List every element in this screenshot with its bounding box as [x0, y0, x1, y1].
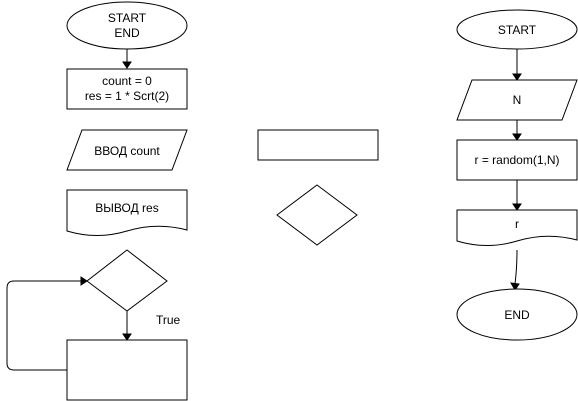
true-branch-label: True — [156, 313, 181, 327]
empty-process-box[interactable] — [257, 129, 379, 161]
output-r-label: r — [515, 217, 519, 231]
init-process-box[interactable]: count = 0 res = 1 * Scrt(2) — [66, 68, 188, 110]
output-r-document[interactable]: r — [456, 209, 578, 246]
edge-random-to-output — [512, 180, 522, 211]
edge-loop-back — [6, 276, 88, 371]
input-count-label: ВВОД count — [94, 144, 160, 158]
right-start-terminal[interactable]: START — [456, 9, 578, 50]
init-res-label: res = 1 * Scrt(2) — [85, 89, 169, 103]
output-res-document[interactable]: ВЫВОД res — [66, 189, 188, 236]
edge-input-to-random — [512, 120, 522, 141]
right-end-terminal[interactable]: END — [456, 288, 578, 341]
empty-decision-diamond[interactable] — [276, 184, 358, 246]
left-start-end-terminal[interactable]: START END — [66, 1, 188, 50]
input-count-parallelogram[interactable]: ВВОД count — [66, 129, 188, 171]
left-end-label: END — [114, 26, 140, 40]
output-res-label: ВЫВОД res — [95, 201, 158, 215]
right-start-label: START — [498, 23, 537, 37]
left-start-label: START — [108, 11, 147, 25]
right-end-label: END — [504, 308, 530, 322]
init-count-label: count = 0 — [102, 74, 152, 88]
input-n-parallelogram[interactable]: N — [456, 79, 578, 121]
random-process-label: r = random(1,N) — [474, 153, 559, 167]
edge-start-to-input-n — [512, 49, 522, 81]
edge-start-to-init — [122, 49, 132, 69]
input-n-label: N — [513, 93, 522, 107]
edge-output-to-end — [510, 249, 520, 291]
random-process-box[interactable]: r = random(1,N) — [456, 139, 578, 181]
loop-body-box[interactable] — [66, 339, 188, 401]
edge-decision-true-to-body — [122, 311, 132, 341]
loop-decision-diamond[interactable] — [86, 249, 168, 312]
